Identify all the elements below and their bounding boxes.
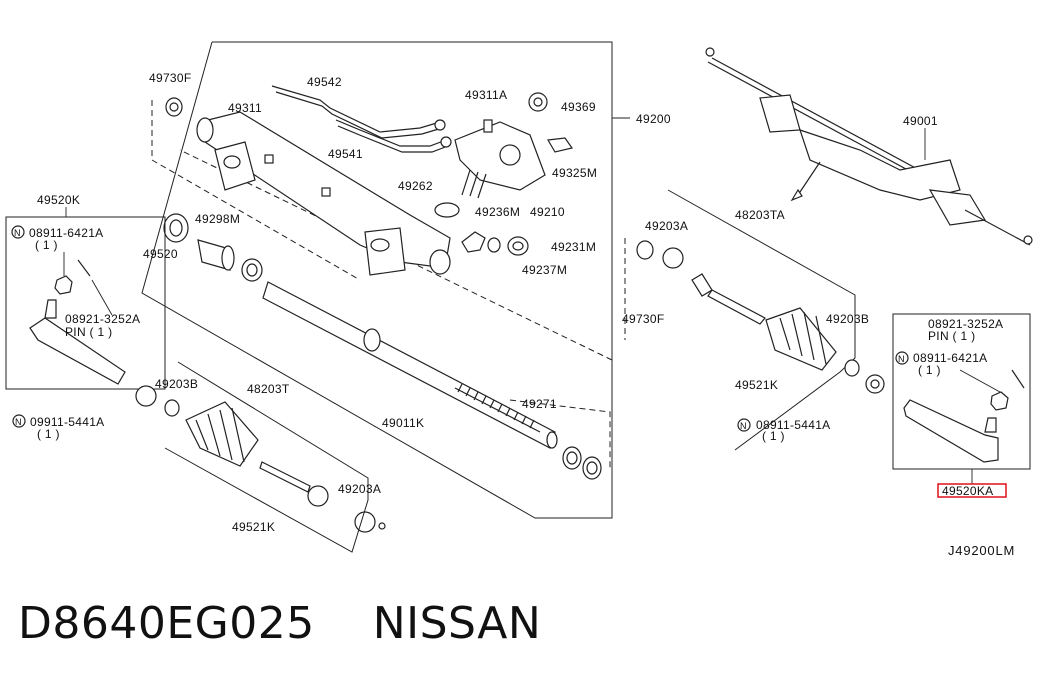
label-49542: 49542 — [307, 75, 342, 89]
left-boot-assembly — [135, 361, 386, 553]
label-08921-3252A-left: 08921-3252A — [65, 312, 140, 326]
hydraulic-pipes — [271, 85, 452, 153]
n-marker-4 — [895, 351, 909, 365]
right-boot-assembly — [624, 189, 885, 451]
rack-end-rings — [509, 399, 611, 480]
complete-gear-assembly — [705, 47, 1033, 246]
n-marker-1 — [11, 225, 25, 239]
label-pin-right: PIN ( 1 ) — [928, 329, 975, 343]
diagram-code: J49200LM — [948, 543, 1016, 558]
label-qty-1b: ( 1 ) — [37, 427, 60, 441]
left-tie-rod-end-box — [5, 207, 166, 390]
gear-housing-part — [196, 111, 451, 276]
label-08921-3252A-right: 08921-3252A — [928, 317, 1003, 331]
label-49236M: 49236M — [475, 205, 520, 219]
seal-parts — [434, 202, 529, 256]
rack-bar-part — [262, 281, 558, 449]
n-marker-2 — [12, 414, 26, 428]
label-08911-5441A: 08911-5441A — [756, 418, 830, 432]
label-qty-1a: ( 1 ) — [35, 238, 58, 252]
label-49210: 49210 — [530, 205, 565, 219]
label-49521K-left: 49521K — [232, 520, 275, 534]
brand-name: NISSAN — [372, 598, 542, 649]
label-49369: 49369 — [561, 100, 596, 114]
label-49311: 49311 — [228, 101, 262, 115]
label-09911-5441A: 09911-5441A — [30, 415, 104, 429]
label-49520K-left: 49520K — [37, 193, 80, 207]
label-qty-1d: ( 1 ) — [918, 363, 941, 377]
label-48203T: 48203T — [247, 382, 290, 396]
part-labels: 49730F 49542 49311A 49369 49200 49311 49… — [11, 71, 1007, 534]
bushing-parts — [163, 97, 263, 282]
highlight-box — [937, 483, 1007, 498]
n-letter-1: N — [14, 228, 21, 238]
label-48203TA: 48203TA — [735, 208, 785, 222]
label-49203B-left: 49203B — [155, 377, 198, 391]
n-letter-2: N — [15, 417, 22, 427]
label-49520KA: 49520KA — [942, 484, 993, 498]
label-49730F-right: 49730F — [622, 312, 665, 326]
n-marker-3 — [737, 418, 751, 432]
right-tie-rod-end-box — [892, 313, 1031, 484]
label-49271: 49271 — [522, 397, 557, 411]
label-49730F-top: 49730F — [149, 71, 192, 85]
label-49011K: 49011K — [382, 416, 424, 430]
label-49541: 49541 — [328, 147, 363, 161]
label-qty-1c: ( 1 ) — [762, 429, 785, 443]
label-49298M: 49298M — [195, 212, 240, 226]
label-pin-left: PIN ( 1 ) — [65, 325, 112, 339]
valve-assembly-part — [454, 92, 573, 199]
label-49311A: 49311A — [465, 88, 507, 102]
label-49262: 49262 — [398, 179, 433, 193]
label-08911-6421A-right: 08911-6421A — [913, 351, 987, 365]
n-letter-3: N — [740, 421, 747, 431]
label-49203B-right: 49203B — [826, 312, 869, 326]
n-letter-4: N — [898, 354, 905, 364]
label-49203A-right: 49203A — [645, 219, 688, 233]
label-49001: 49001 — [903, 114, 938, 128]
label-49520: 49520 — [143, 247, 178, 261]
part-number: D8640EG025 — [18, 598, 315, 649]
label-49231M: 49231M — [551, 240, 596, 254]
label-49203A-left: 49203A — [338, 482, 381, 496]
label-08911-6421A-left: 08911-6421A — [29, 226, 103, 240]
footer-part-number-brand: D8640EG025 NISSAN — [18, 598, 541, 649]
label-49521K-right: 49521K — [735, 378, 778, 392]
label-49325M: 49325M — [552, 166, 597, 180]
label-49237M: 49237M — [522, 263, 567, 277]
label-49200: 49200 — [636, 112, 671, 126]
